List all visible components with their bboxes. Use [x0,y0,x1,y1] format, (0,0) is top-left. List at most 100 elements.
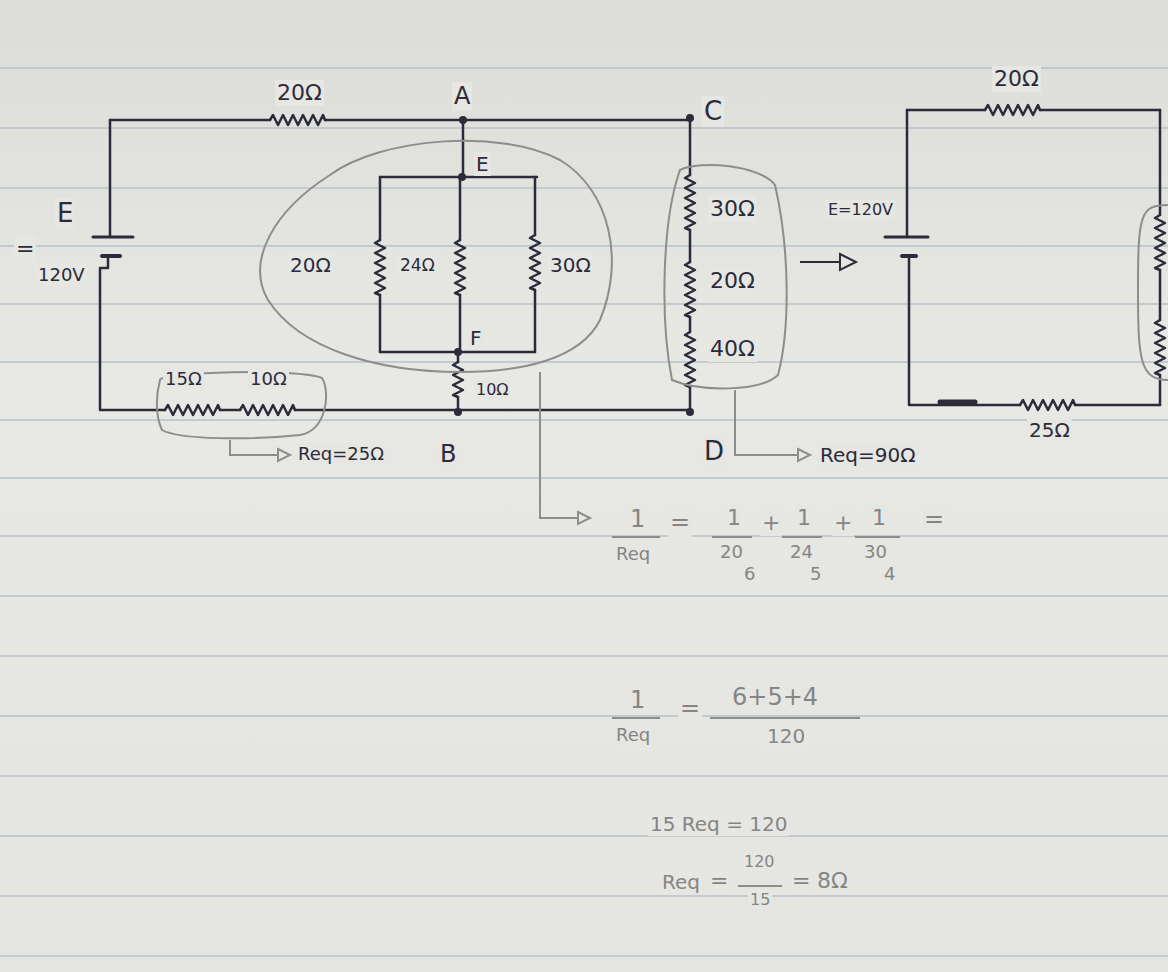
transform-arrow [800,261,840,263]
resistor-symbol [1155,320,1165,375]
equation-text: Req [660,870,702,894]
junction-dot [686,114,694,122]
equation-text: 30 [862,541,889,563]
circuit-wire [534,177,537,235]
leader-arrow [230,372,810,524]
ruled-line [0,187,1168,189]
resistance-value: 30Ω [708,196,757,222]
fraction-bar [612,536,660,538]
ruled-line [0,245,1168,247]
battery-symbol [93,236,133,239]
ruled-line [0,955,1168,957]
circuit-wire [100,256,165,410]
equation-text: = [708,868,730,894]
circuit-wire [110,119,270,122]
circuit-wire [909,256,1020,405]
junction-dot [454,408,462,416]
resistor-symbol [270,115,325,125]
equation-text: 24 [788,541,815,563]
junction-dot [454,348,462,356]
resistor-symbol [375,240,385,295]
circuit-wire [459,295,462,352]
fraction-bar [782,536,822,538]
battery-symbol [102,254,120,258]
node-letter: A [452,82,472,111]
equation-text: + [832,510,854,536]
grouping-loop [1138,205,1168,380]
equals-sign: = [14,236,36,262]
circuit-wire [325,119,690,122]
equation-text: 1 [725,505,743,531]
resistor-symbol [453,362,463,397]
resistance-value: 30Ω [548,253,593,277]
leader-arrow [735,390,798,455]
resistance-value: 24Ω [398,255,437,275]
transform-arrow [840,254,856,270]
leader-arrow [798,449,810,461]
circuit-wire [220,409,240,412]
ruled-line [0,715,1168,717]
circuit-wire [1040,109,1160,112]
equation-text: 120 [742,852,777,871]
circuit-wire [534,290,537,352]
fraction-bar [612,537,900,886]
resistance-value: 20Ω [708,268,757,294]
leader-arrow [540,372,578,518]
equation-text: + [760,510,782,536]
equation-text: 15 Req = 120 [648,812,789,836]
equation-text: 6 [742,563,757,585]
source-letter: E [55,198,75,229]
ruled-line [0,419,1168,421]
equation-text: Req [614,543,652,565]
ruled-line [0,303,1168,305]
equation-text: 1 [795,505,813,531]
ruled-line [0,127,1168,129]
circuit-wire [906,110,909,237]
fraction-bar [712,536,752,538]
resistor-symbol [1020,400,1075,410]
resistance-value: 20Ω [288,253,333,277]
equation-text: Req [614,724,652,746]
resistor-symbol [985,105,1040,115]
leader-arrow [578,512,590,524]
ruled-line [0,477,1168,479]
node-letter: E [474,152,491,176]
fraction-bar [710,717,860,719]
transform-arrow [800,254,856,270]
equation-text: 1 [628,686,647,715]
resistance-value: 25Ω [1027,418,1072,442]
circuit-wire [295,409,690,412]
ruled-line [0,835,1168,837]
equation-text: 20 [718,541,745,563]
circuit-wire [1159,110,1162,215]
resistance-value: 40Ω [708,336,757,362]
resistor-symbol [685,332,695,387]
node-letter: C [702,96,724,127]
leader-arrow [278,449,290,461]
resistance-value: 10Ω [474,380,511,399]
circuit-wire [109,120,112,237]
equation-text: 4 [882,563,897,585]
node-letter: B [438,440,458,469]
resistor-symbol [530,235,540,290]
equation-text: = [922,505,946,534]
node-letter: D [702,436,726,467]
equivalent-resistance: Req=25Ω [296,443,386,465]
grouping-loop [260,141,612,372]
node-letter: F [468,326,484,350]
equation-text: = [678,694,702,723]
circuit-wire [689,317,692,332]
equivalent-resistance: Req=90Ω [818,443,918,467]
grouping-loop [664,165,786,388]
equation-text: 120 [765,724,807,748]
resistor-symbol [240,405,295,415]
junction-dot [459,116,467,124]
circuit-wire [459,177,462,240]
resistor-symbol [685,262,695,317]
circuit-wire [462,120,465,177]
resistor-symbol [1155,215,1165,270]
ruled-line [0,595,1168,597]
circuit-wire [940,400,975,405]
